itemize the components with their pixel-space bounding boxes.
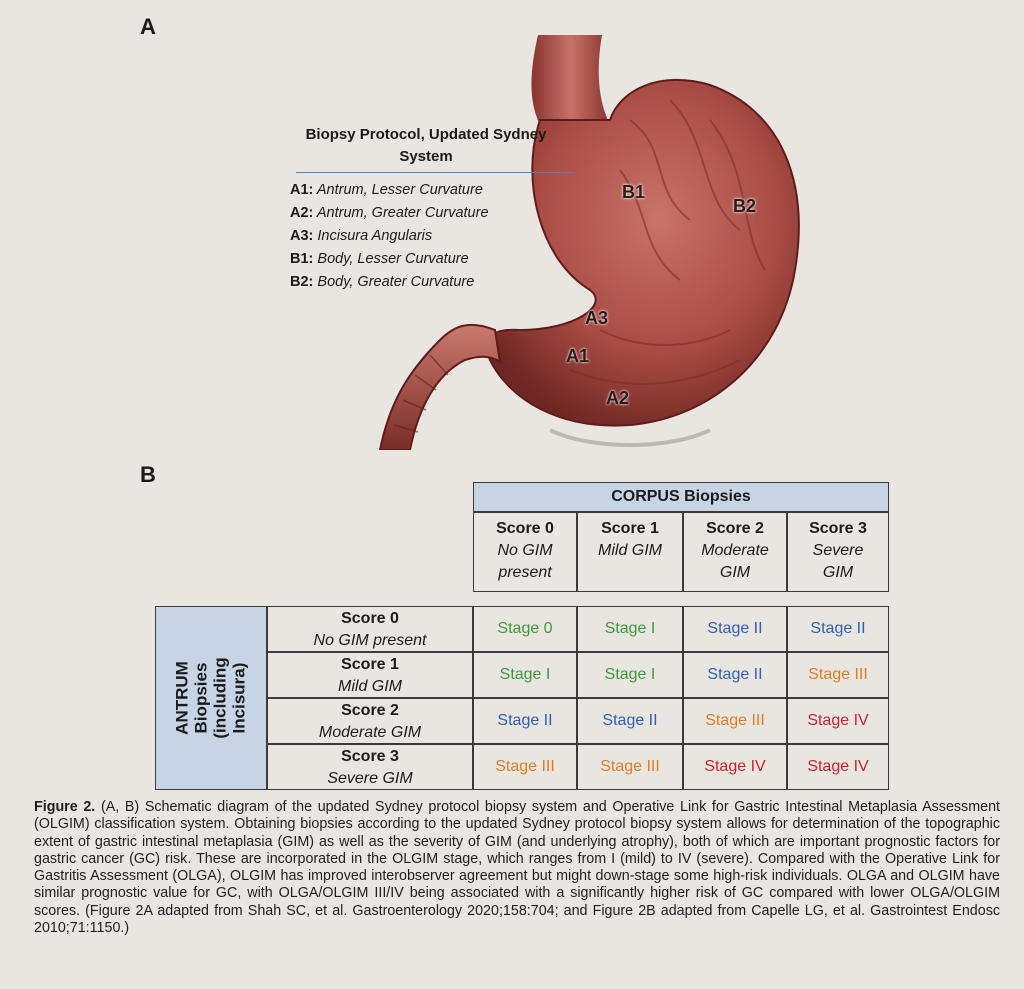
legend-item-a2: A2: Antrum, Greater Curvature xyxy=(290,205,489,221)
legend-item-a3: A3: Incisura Angularis xyxy=(290,228,433,244)
col-header-score-3: Score 3 Severe GIM xyxy=(787,512,889,592)
stage-cell-r1-c2: Stage II xyxy=(683,652,787,698)
stage-cell-r0-c2: Stage II xyxy=(683,606,787,652)
antrum-biopsies-label: ANTRUM Biopsies (including Incisura) xyxy=(173,657,249,739)
panel-b-letter: B xyxy=(140,462,156,487)
stage-cell-r1-c0: Stage I xyxy=(473,652,577,698)
col-header-score-1: Score 1 Mild GIM xyxy=(577,512,683,592)
stage-cell-r0-c1: Stage I xyxy=(577,606,683,652)
stage-cell-r1-c1: Stage I xyxy=(577,652,683,698)
region-label-b1: B1 xyxy=(622,182,646,202)
region-label-a1: A1 xyxy=(566,346,590,366)
stage-cell-r3-c1: Stage III xyxy=(577,744,683,790)
legend-divider xyxy=(296,172,572,173)
legend-item-b1: B1: Body, Lesser Curvature xyxy=(290,251,469,267)
stage-cell-r3-c3: Stage IV xyxy=(787,744,889,790)
stage-cell-r3-c2: Stage IV xyxy=(683,744,787,790)
region-label-b2: B2 xyxy=(733,196,757,216)
caption-text: (A, B) Schematic diagram of the updated … xyxy=(34,799,1000,937)
stage-cell-r2-c3: Stage IV xyxy=(787,698,889,744)
region-label-a3: A3 xyxy=(585,308,609,328)
panel-a-letter: A xyxy=(140,14,156,39)
stage-cell-r2-c2: Stage III xyxy=(683,698,787,744)
col-header-score-0: Score 0 No GIM present xyxy=(473,512,577,592)
stage-cell-r0-c0: Stage 0 xyxy=(473,606,577,652)
biopsy-protocol-legend: Biopsy Protocol, Updated Sydney System A… xyxy=(290,124,580,294)
legend-title: Biopsy Protocol, Updated Sydney System xyxy=(305,126,547,165)
col-header-score-2: Score 2 Moderate GIM xyxy=(683,512,787,592)
stage-cell-r2-c0: Stage II xyxy=(473,698,577,744)
legend-item-b2: B2: Body, Greater Curvature xyxy=(290,274,475,290)
figure-caption: Figure 2. (A, B) Schematic diagram of th… xyxy=(34,799,1000,937)
caption-label: Figure 2. xyxy=(34,799,96,815)
stomach-illustration xyxy=(378,35,800,450)
stage-cell-r1-c3: Stage III xyxy=(787,652,889,698)
legend-item-a1: A1: Antrum, Lesser Curvature xyxy=(290,182,483,198)
corpus-biopsies-header: CORPUS Biopsies xyxy=(473,482,889,512)
region-label-a2: A2 xyxy=(606,388,630,408)
stage-cell-r2-c1: Stage II xyxy=(577,698,683,744)
stage-cell-r3-c0: Stage III xyxy=(473,744,577,790)
stage-cell-r0-c3: Stage II xyxy=(787,606,889,652)
antrum-biopsies-header xyxy=(155,606,267,790)
